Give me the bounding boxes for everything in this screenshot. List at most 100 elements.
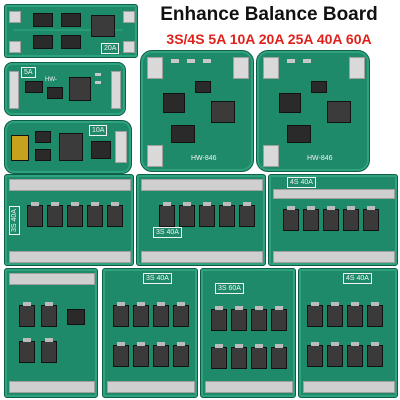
mosfet xyxy=(251,344,267,369)
current-rating-label: 5A xyxy=(21,67,36,78)
mosfet xyxy=(251,306,267,331)
ic-chip xyxy=(25,81,43,93)
current-rating-label: 20A xyxy=(101,43,120,54)
mosfet xyxy=(153,342,169,367)
page-subtitle: 3S/4S 5A 10A 20A 25A 40A 60A xyxy=(166,31,372,47)
ic-chip xyxy=(287,125,311,143)
board-3s-40a: 3S 40A xyxy=(102,268,198,398)
ic-chip xyxy=(61,35,81,49)
solder-pad xyxy=(147,57,163,79)
solder-pad xyxy=(273,189,395,199)
board-4s-40a: 4S 40A xyxy=(298,268,398,398)
silkscreen-text: HW- xyxy=(45,77,57,83)
smd-component xyxy=(95,73,101,76)
mosfet xyxy=(231,306,247,331)
mosfet xyxy=(107,202,123,227)
current-rating-label: 3S 40A xyxy=(9,206,20,235)
page-title: Enhance Balance Board xyxy=(160,4,378,25)
mosfet xyxy=(307,302,323,327)
board-3s-10a: 10A xyxy=(4,120,132,174)
mosfet xyxy=(133,302,149,327)
solder-pad xyxy=(123,11,135,23)
smd-component xyxy=(95,81,101,84)
board-hw-846: HW-846 xyxy=(256,50,370,172)
current-rating-label: 4S 40A xyxy=(343,273,372,284)
mosfet xyxy=(41,302,57,327)
solder-pad xyxy=(9,11,21,23)
mosfet xyxy=(343,206,359,231)
mosfet xyxy=(19,302,35,327)
ic-chip xyxy=(67,309,85,325)
solder-pad xyxy=(9,381,95,393)
solder-pad xyxy=(9,41,21,53)
solder-pad xyxy=(233,57,249,79)
smd-component xyxy=(303,59,311,63)
mosfet xyxy=(19,338,35,363)
mosfet xyxy=(303,206,319,231)
current-rating-label: 3S 40A xyxy=(143,273,172,284)
mosfet xyxy=(179,202,195,227)
mosfet xyxy=(323,206,339,231)
mosfet xyxy=(113,302,129,327)
mosfet xyxy=(271,306,287,331)
mosfet xyxy=(363,206,379,231)
solder-pad xyxy=(9,71,19,109)
solder-pad xyxy=(107,381,195,393)
solder-pad xyxy=(9,179,131,191)
current-rating-label: 3S 60A xyxy=(215,283,244,294)
board-hw-846: HW-846 xyxy=(140,50,254,172)
mosfet xyxy=(27,202,43,227)
mosfet xyxy=(307,342,323,367)
mosfet xyxy=(173,302,189,327)
solder-pad xyxy=(303,381,395,393)
mosfet xyxy=(271,344,287,369)
ic-chip xyxy=(311,81,327,93)
pcb-trace xyxy=(13,29,123,31)
mosfet xyxy=(153,302,169,327)
ic-chip xyxy=(279,93,301,113)
mosfet xyxy=(211,306,227,331)
ic-chip xyxy=(35,149,51,161)
ic-chip xyxy=(163,93,185,113)
mosfet xyxy=(327,342,343,367)
solder-pad xyxy=(263,145,279,167)
smd-component xyxy=(287,59,295,63)
solder-pad xyxy=(9,273,95,285)
mosfet xyxy=(113,342,129,367)
mosfet-chip xyxy=(59,133,83,161)
mosfet xyxy=(159,202,175,227)
mosfet xyxy=(67,202,83,227)
model-label: HW-846 xyxy=(307,155,333,162)
mosfet xyxy=(211,344,227,369)
mosfet xyxy=(41,338,57,363)
mosfet xyxy=(87,202,103,227)
mosfet xyxy=(283,206,299,231)
mosfet xyxy=(173,342,189,367)
smd-component xyxy=(203,59,211,63)
mosfet xyxy=(47,202,63,227)
ic-chip xyxy=(33,35,53,49)
mosfet-chip xyxy=(327,101,351,123)
solder-pad xyxy=(141,251,263,263)
mosfet xyxy=(133,342,149,367)
solder-pad xyxy=(111,71,121,109)
ic-chip xyxy=(35,131,51,143)
model-label: HW-846 xyxy=(191,155,217,162)
solder-pad xyxy=(263,57,279,79)
board-3s-5a: 5A HW- xyxy=(4,62,126,116)
smd-component xyxy=(187,59,195,63)
mosfet xyxy=(239,202,255,227)
mosfet xyxy=(367,302,383,327)
ic-chip xyxy=(61,13,81,27)
solder-pad xyxy=(141,179,263,191)
solder-pad xyxy=(123,41,135,53)
mosfet xyxy=(347,342,363,367)
board-3s-60a: 3S 60A xyxy=(200,268,296,398)
current-rating-label: 3S 40A xyxy=(153,227,182,238)
mosfet xyxy=(231,344,247,369)
solder-pad xyxy=(115,131,127,163)
board-3s-20a: 20A xyxy=(4,4,138,58)
ic-chip xyxy=(171,125,195,143)
mosfet xyxy=(199,202,215,227)
board-3s-40a: 3S 40A xyxy=(4,174,134,266)
